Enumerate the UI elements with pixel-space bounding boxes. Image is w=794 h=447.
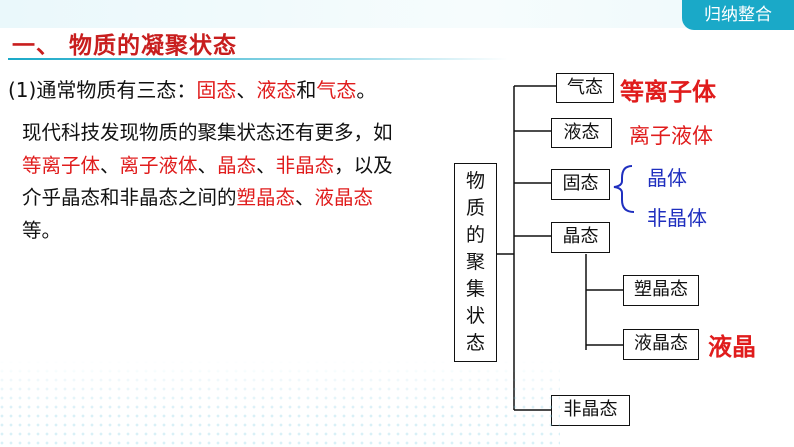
root-char: 聚 <box>465 251 485 273</box>
root-char: 态 <box>465 332 485 354</box>
solid-brace <box>613 165 635 213</box>
para-sep: 、 <box>100 153 120 177</box>
root-char: 集 <box>465 278 485 300</box>
heading-underline <box>8 58 508 60</box>
term-amorphous: 非晶态 <box>275 153 335 177</box>
decorative-dot-pattern <box>0 360 560 447</box>
term-gas: 气态 <box>316 78 357 102</box>
line1-prefix: (1)通常物质有三态： <box>8 78 197 102</box>
root-char: 状 <box>465 305 485 327</box>
root-char: 物 <box>465 170 485 192</box>
node-liquid-crystal: 液晶态 <box>623 329 699 360</box>
para-sep: 、 <box>197 153 218 177</box>
section-tag: 归纳整合 <box>682 0 794 30</box>
para-text-2: ，以及介乎晶态和非晶态之间的 <box>22 153 393 210</box>
term-liquid-crystal: 液晶态 <box>314 186 374 209</box>
three-states-line: (1)通常物质有三态：固态、液态和气态。 <box>8 74 376 103</box>
label-crystal-body: 晶体 <box>647 166 687 190</box>
term-crystal: 晶态 <box>217 153 257 177</box>
term-liquid: 液态 <box>256 78 297 102</box>
states-paragraph: 现代科技发现物质的聚集状态还有更多，如等离子体、离子液体、晶态、非晶态，以及介乎… <box>22 117 402 247</box>
term-plastic-crystal: 塑晶态 <box>236 186 296 209</box>
label-amorphous-body: 非晶体 <box>647 206 707 230</box>
term-solid: 固态 <box>196 78 237 102</box>
para-text-1: 现代科技发现物质的聚集状态还有更多，如 <box>22 121 393 144</box>
line1-and: 和 <box>296 78 317 102</box>
line1-sep: 、 <box>236 78 257 102</box>
top-banner <box>0 0 794 28</box>
node-liquid: 液态 <box>551 118 612 148</box>
node-amorphous: 非晶态 <box>551 395 630 426</box>
root-box-states-of-matter: 物 质 的 聚 集 状 态 <box>454 163 497 362</box>
label-ionic-liquid: 离子液体 <box>629 124 713 148</box>
node-gas: 气态 <box>556 73 614 103</box>
label-plasma: 等离子体 <box>620 78 716 106</box>
line1-end: 。 <box>356 78 377 102</box>
para-text-3: 等。 <box>22 218 62 242</box>
section-heading: 一、 物质的凝聚状态 <box>12 33 238 59</box>
node-plastic-crystal: 塑晶态 <box>623 275 699 306</box>
para-sep: 、 <box>256 153 276 177</box>
node-solid: 固态 <box>551 169 610 200</box>
term-ionic-liquid: 离子液体 <box>119 153 198 177</box>
root-char: 的 <box>465 224 485 246</box>
label-liquid-crystal: 液晶 <box>708 333 756 361</box>
node-crystal: 晶态 <box>551 222 610 253</box>
root-char: 质 <box>465 197 485 219</box>
term-plasma: 等离子体 <box>22 153 101 177</box>
para-sep: 、 <box>295 186 315 209</box>
